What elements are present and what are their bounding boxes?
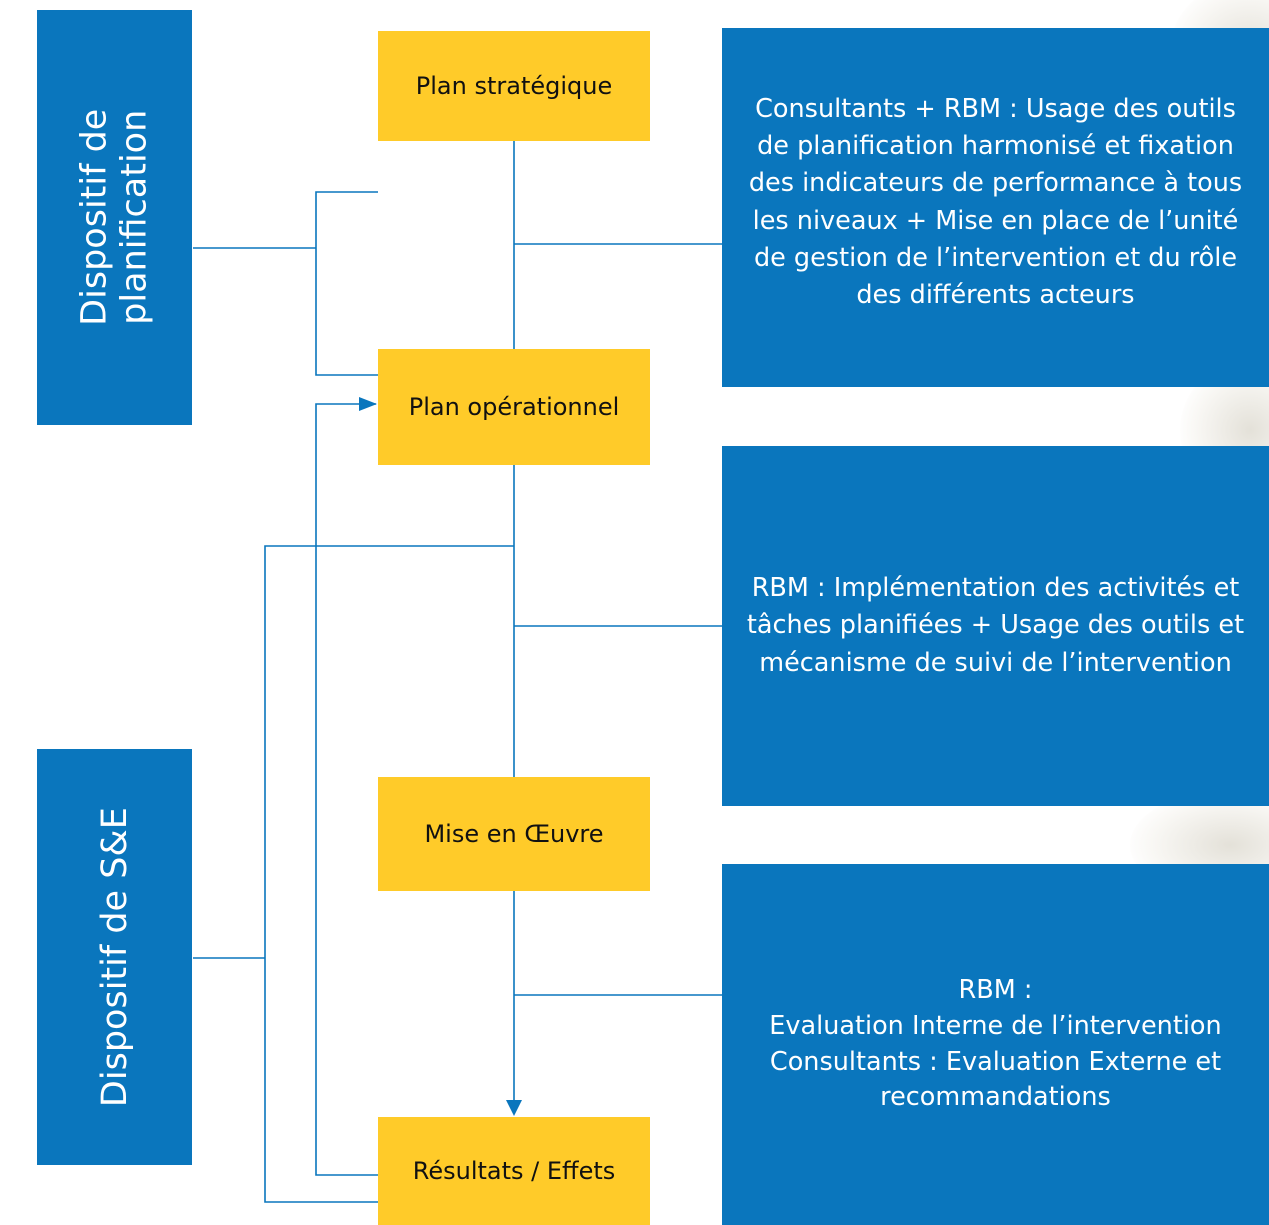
planning-device-label: Dispositif de planification	[37, 10, 192, 425]
monitoring-device-text: Dispositif de S&E	[94, 807, 135, 1107]
connector-se-loop	[264, 545, 514, 1203]
step-plan-operationnel: Plan opérationnel	[378, 349, 650, 465]
connector-planning-loop	[315, 191, 378, 376]
panel-evaluation-text: RBM : Evaluation Interne de l’interventi…	[769, 975, 1222, 1113]
panel-planning-description: Consultants + RBM : Usage des outils de …	[722, 28, 1269, 387]
step-mise-en-oeuvre-label: Mise en Œuvre	[424, 820, 604, 848]
step-plan-strategique-label: Plan stratégique	[415, 72, 613, 100]
step-mise-en-oeuvre: Mise en Œuvre	[378, 777, 650, 891]
step-plan-operationnel-label: Plan opérationnel	[408, 393, 620, 421]
monitoring-device-label: Dispositif de S&E	[37, 749, 192, 1165]
connector-feedback-loop	[315, 397, 378, 1176]
panel-planning-text: Consultants + RBM : Usage des outils de …	[748, 93, 1243, 310]
step-resultats-label: Résultats / Effets	[412, 1157, 616, 1185]
panel-implementation-text: RBM : Implémentation des activités et tâ…	[746, 573, 1245, 678]
panel-implementation-description: RBM : Implémentation des activités et tâ…	[722, 446, 1269, 806]
step-resultats: Résultats / Effets	[378, 1117, 650, 1225]
planning-device-text: Dispositif de planification	[74, 108, 155, 327]
step-plan-strategique: Plan stratégique	[378, 31, 650, 141]
panel-evaluation-description: RBM : Evaluation Interne de l’interventi…	[722, 864, 1269, 1225]
